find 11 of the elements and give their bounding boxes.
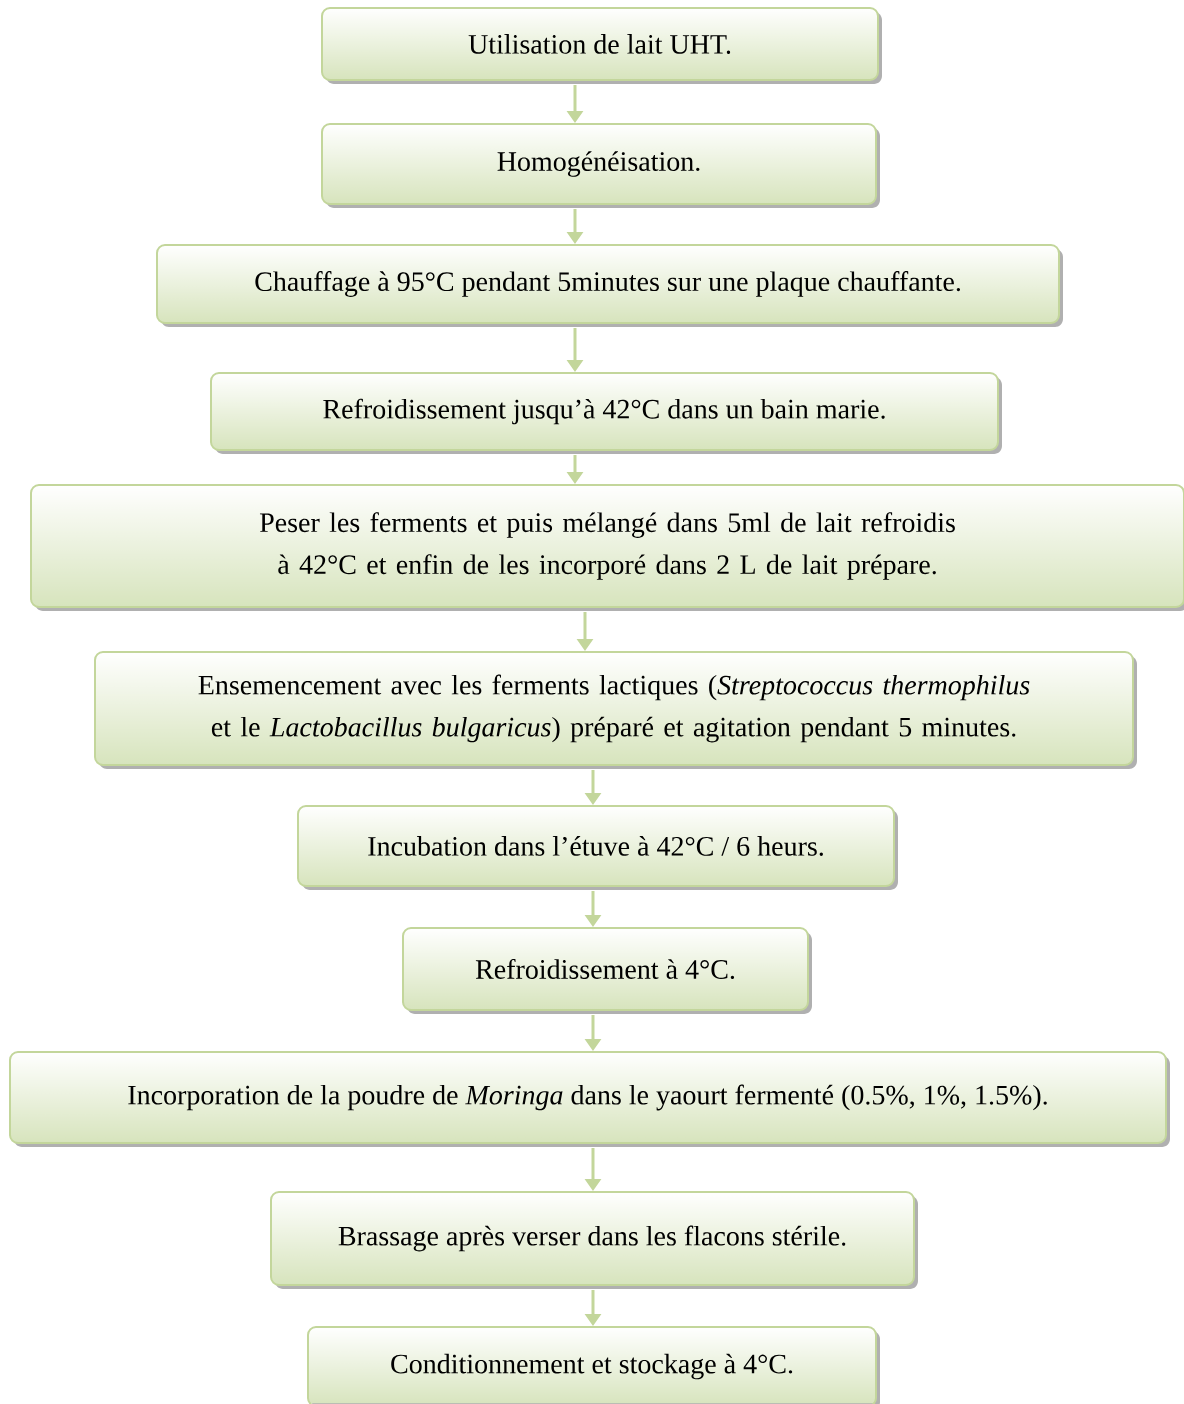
process-box: Homogénéisation. xyxy=(321,123,880,208)
process-box: Refroidissement jusqu’à 42°C dans un bain marie. xyxy=(210,372,1002,454)
process-box: Incorporation de la poudre de Moringa dans le yaourt fermenté (0.5%, 1%, 1.5%). xyxy=(9,1051,1170,1147)
process-box: Conditionnement et stockage à 4°C. xyxy=(307,1326,880,1404)
process-box: Peser les ferments et puis mélangé dans 5ml de lait refroidis à 42°C et enfin de les incorporé dans 2 L de lait prépare. xyxy=(30,484,1184,611)
process-box: Chauffage à 95°C pendant 5minutes sur une plaque chauffante. xyxy=(156,244,1063,327)
process-box: Incubation dans l’étuve à 42°C / 6 heurs. xyxy=(297,805,898,890)
process-box: Ensemencement avec les ferments lactiques (Streptococcus thermophilus et le Lactobacillus bulgaricus) préparé et agitation pendant 5 minutes. xyxy=(94,651,1137,769)
process-box: Brassage après verser dans les flacons stérile. xyxy=(270,1191,918,1289)
process-box: Utilisation de lait UHT. xyxy=(321,7,882,84)
process-box: Refroidissement à 4°C. xyxy=(402,927,812,1014)
